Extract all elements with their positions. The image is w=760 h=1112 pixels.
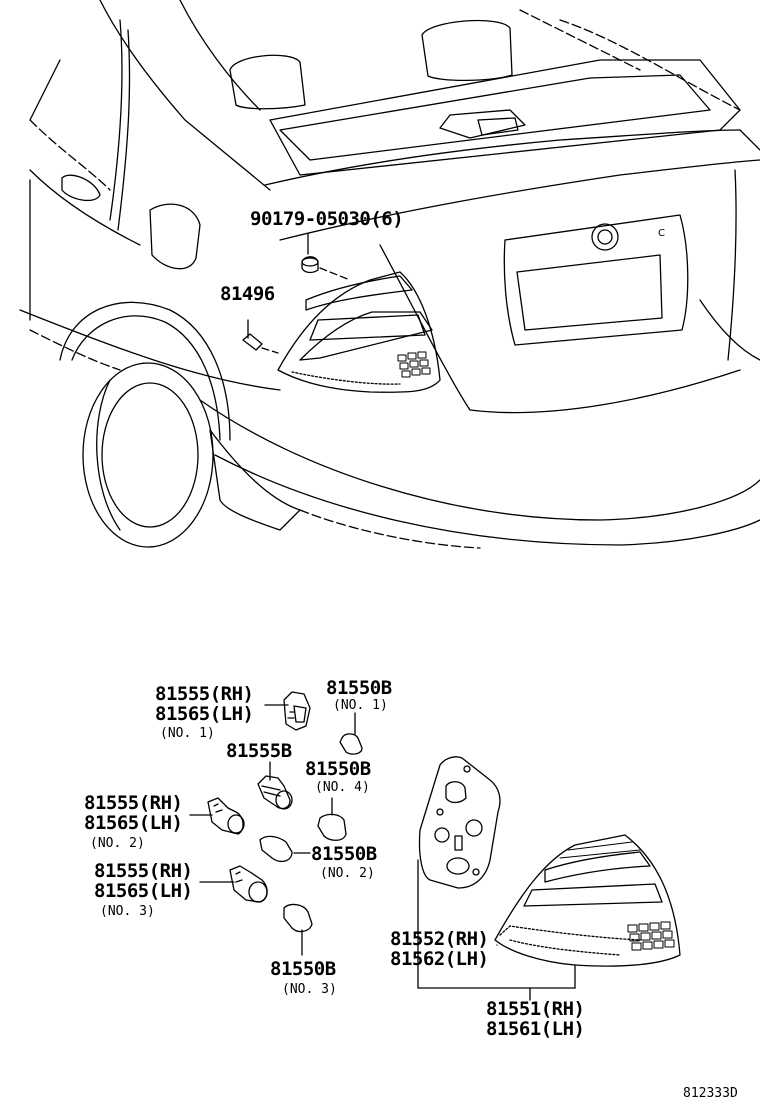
label-socket-b: 81555B	[226, 740, 292, 762]
gasket	[417, 756, 576, 989]
label-bulb-no4: 81550B	[305, 758, 371, 780]
label-socket-no1-note: (NO. 1)	[160, 726, 215, 741]
tail-lamp-installed	[277, 271, 441, 393]
socket-b	[257, 761, 293, 810]
socket-no1	[264, 691, 311, 731]
label-lamp-lh: 81561(LH)	[486, 1018, 585, 1040]
svg-text:C: C	[658, 228, 665, 239]
tail-lamp-exploded	[494, 834, 681, 1001]
label-bolt: 90179-05030(6)	[250, 208, 404, 230]
diagram-code: 812333D	[683, 1086, 738, 1101]
socket-no3	[199, 865, 268, 903]
label-clip: 81496	[220, 283, 275, 305]
car-body-illustration: C	[19, 0, 760, 549]
label-bulb-no3-note: (NO. 3)	[282, 982, 337, 997]
label-bulb-no2: 81550B	[311, 843, 377, 865]
label-socket-no2-rh: 81555(RH)	[84, 792, 183, 814]
socket-no2	[189, 797, 245, 835]
label-socket-no3-note: (NO. 3)	[100, 904, 155, 919]
label-gasket-lh: 81562(LH)	[390, 948, 489, 970]
label-bulb-no3: 81550B	[270, 958, 336, 980]
label-socket-no1-lh: 81565(LH)	[155, 703, 254, 725]
label-bulb-no1: 81550B	[326, 677, 392, 699]
bulb-no3	[283, 903, 313, 956]
label-bulb-no1-note: (NO. 1)	[333, 698, 388, 713]
label-bulb-no4-note: (NO. 4)	[315, 780, 370, 795]
bulb-no2	[259, 835, 311, 863]
label-socket-no3-rh: 81555(RH)	[94, 860, 193, 882]
label-socket-no2-note: (NO. 2)	[90, 836, 145, 851]
label-socket-no1-rh: 81555(RH)	[155, 683, 254, 705]
label-lamp-rh: 81551(RH)	[486, 998, 585, 1020]
bolt-and-clip	[242, 233, 351, 354]
label-socket-no2-lh: 81565(LH)	[84, 812, 183, 834]
label-gasket-rh: 81552(RH)	[390, 928, 489, 950]
bulb-no1	[339, 712, 363, 755]
bulb-no4	[317, 797, 347, 841]
label-bulb-no2-note: (NO. 2)	[320, 866, 375, 881]
label-socket-no3-lh: 81565(LH)	[94, 880, 193, 902]
